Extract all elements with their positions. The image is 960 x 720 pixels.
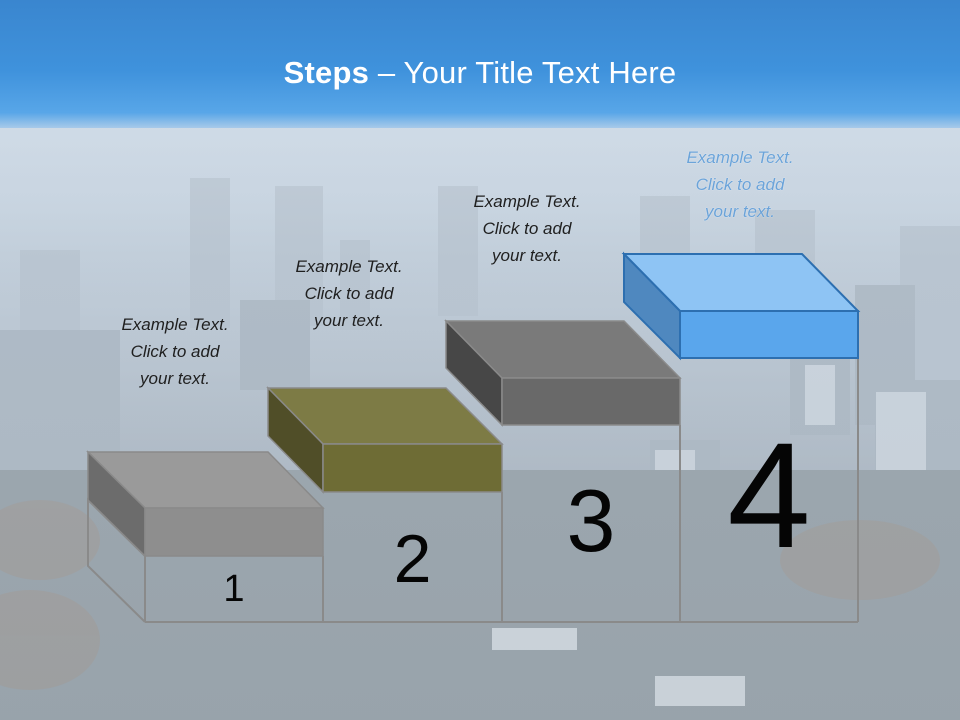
step-4-label-line: your text. [705,202,775,221]
step-2-number: 2 [393,521,432,597]
step-1-label[interactable]: Example Text. Click to add your text. [85,311,265,392]
page-title[interactable]: Steps – Your Title Text Here [0,55,960,91]
step-3-label-line: your text. [492,246,562,265]
step-3-number: 3 [566,471,616,570]
step-4-label[interactable]: Example Text. Click to add your text. [650,144,830,225]
title-bold: Steps [283,55,370,90]
step-4-block[interactable] [621,251,861,361]
step-3-label-line: Example Text. [473,192,581,211]
step-4-number: 4 [727,411,811,579]
step-1-number: 1 [223,568,245,610]
step-4-label-line: Click to add [695,175,785,194]
title-band [0,0,960,128]
title-rest: – Your Title Text Here [369,55,677,90]
step-1-label-line: Click to add [130,342,220,361]
step-1-block[interactable] [86,450,325,558]
step-3-block[interactable] [444,319,682,427]
step-2-label[interactable]: Example Text. Click to add your text. [259,253,439,334]
step-2-block[interactable] [266,386,504,494]
step-2-label-line: Example Text. [295,257,403,276]
step-1-label-line: your text. [140,369,210,388]
step-2-label-line: your text. [314,311,384,330]
step-1-label-line: Example Text. [121,315,229,334]
step-3-label[interactable]: Example Text. Click to add your text. [437,188,617,269]
step-4-label-line: Example Text. [686,148,794,167]
step-3-label-line: Click to add [482,219,572,238]
step-2-label-line: Click to add [304,284,394,303]
